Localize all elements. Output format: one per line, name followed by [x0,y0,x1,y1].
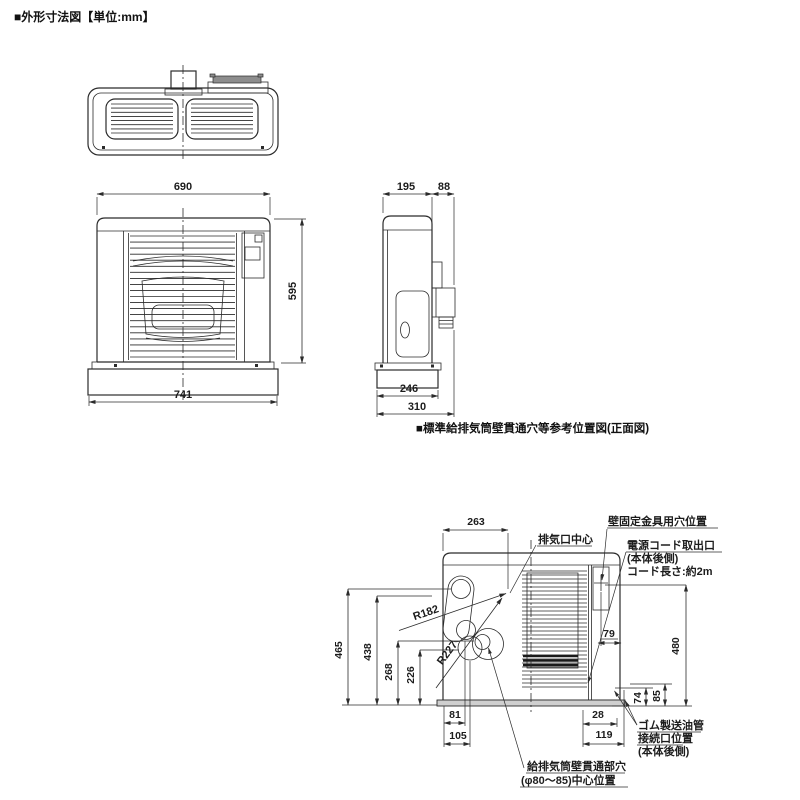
dim-690: 690 [174,181,192,193]
dim-ext-81-105 [443,641,471,747]
foot-mark [261,146,264,149]
dim-ext-263 [442,533,509,589]
hole-circle-lower-left [457,635,483,661]
hole-circle-top [451,579,471,599]
front-control-panel [241,232,265,279]
dim-28: 28 [592,709,604,721]
dim-226: 226 [405,666,417,684]
front-grille-lines [130,235,235,358]
foot-mark [431,364,434,368]
side-view: 195 88 246 310 [374,181,456,417]
sheet-title: ■外形寸法図【単位:mm】 [14,10,155,24]
dim-ext-right-group [605,584,692,707]
top-grille-lines-right [191,103,253,134]
exhaust-leader [509,544,537,594]
dim-ext-741 [88,396,278,406]
dim-246: 246 [400,383,418,395]
side-body-outline [382,215,433,363]
dim-81: 81 [449,709,461,721]
side-base-box [376,369,439,389]
side-flue-box [431,287,456,318]
dim-438: 438 [362,643,374,661]
dim-88: 88 [438,181,450,193]
label-through-hole-1: 給排気筒壁貫通部穴 [527,759,626,773]
side-pipe-bands [439,320,453,325]
dim-ext-246-310 [376,330,455,417]
label-oil-pipe-1: ゴム製送油管 [638,718,704,732]
power-leader [587,551,627,684]
section2-title: ■標準給排気筒壁貫通穴等参考位置図(正面図) [416,423,650,435]
dim-85: 85 [651,690,663,702]
foot-mark [114,364,117,367]
side-flue-upper [431,261,443,289]
hole-circle-big [472,628,504,660]
control-box-tab-right [257,73,264,78]
top-grille-right [185,98,259,140]
side-tank-door [395,290,430,358]
side-flue-pipe [438,316,454,329]
dim-r182: R182 [412,603,441,623]
dim-119: 119 [596,729,613,741]
hole-circle-mid [456,620,476,640]
hole-slot [442,575,475,643]
top-view [87,65,279,162]
front-panel-button [254,234,263,243]
flue-stub [170,70,197,90]
dim-480: 480 [670,637,682,655]
dim-595: 595 [287,282,299,300]
dim-74: 74 [632,692,644,704]
dim-ext-left-group [342,588,474,706]
control-box-ridge [212,75,262,84]
label-power-cord-2: (本体後側) [627,551,679,565]
oil-leader-2 [625,700,638,726]
dim-ext-79 [600,592,618,646]
bracket-hole-cross [594,575,608,591]
dim-ext-595 [274,218,306,364]
position-view: R182 R227 263 465 438 268 226 81 [333,514,722,788]
label-oil-pipe-3: (本体後側) [638,744,690,758]
hole-circle-small [474,634,491,650]
dim-ext-690 [96,197,271,215]
dim-268: 268 [383,663,395,681]
dim-ext-195-88 [382,197,455,285]
front-view: 690 595 741 [87,181,306,406]
dim-r227: R227 [435,639,460,667]
dim-465: 465 [333,641,345,659]
hole-leader [488,647,525,769]
label-power-cord-1: 電源コード取出口 [627,538,715,552]
foot-mark [380,364,383,368]
control-box-tab-left [209,73,216,78]
front-body-outline [96,217,271,363]
front-panel-display [244,246,261,261]
label-power-cord-3: コード長さ:約2m [627,564,713,578]
bracket-leader [600,528,608,581]
radius-line-r227 [435,597,503,689]
pos-grille-inner-frame [526,572,579,669]
foot-mark [255,364,258,367]
dim-310: 310 [408,401,426,413]
flue-base-plate [164,88,203,96]
foot-mark [102,146,105,149]
label-exhaust-center: 排気口中心 [538,532,593,546]
dim-195: 195 [397,181,415,193]
dim-ext-28-119 [582,690,625,747]
label-wall-bracket: 壁固定金具用穴位置 [608,514,707,528]
side-door-handle [400,321,410,339]
position-grille-lines [522,570,587,688]
dim-263: 263 [467,516,485,528]
label-oil-pipe-2: 接続口位置 [638,731,693,745]
front-lower-arc [145,337,221,342]
dim-105: 105 [449,730,467,742]
dim-741: 741 [174,389,192,401]
front-burner-pot [141,276,225,338]
pos-grille-dark-bands [523,654,578,667]
radius-line-r182 [398,593,507,631]
top-grille-left [105,98,179,140]
top-grille-lines-left [111,103,173,134]
label-through-hole-2: (φ80～85)中心位置 [521,773,616,787]
oil-leader-1 [614,690,638,726]
dim-79: 79 [603,628,615,640]
